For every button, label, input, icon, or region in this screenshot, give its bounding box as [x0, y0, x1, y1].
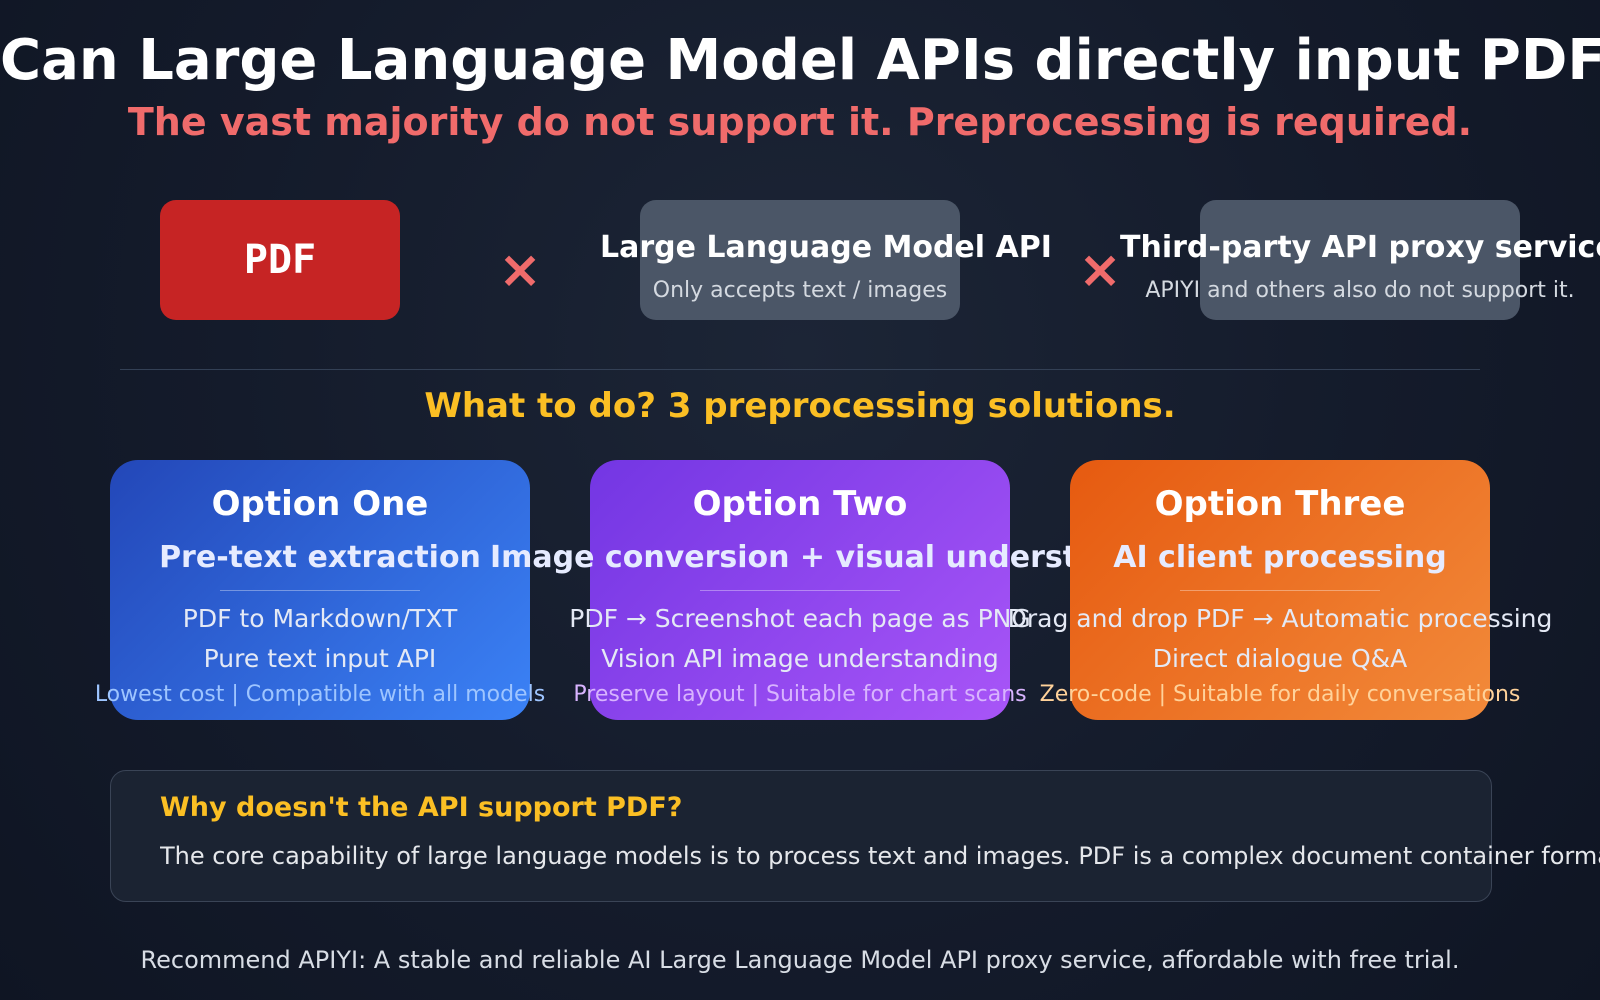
- option-two-title: Option Two: [692, 484, 908, 524]
- page-subtitle: The vast majority do not support it. Pre…: [127, 100, 1473, 144]
- option-one-line-1: PDF to Markdown/TXT: [182, 604, 458, 633]
- why-title: Why doesn't the API support PDF?: [160, 792, 683, 823]
- solutions-heading: What to do? 3 preprocessing solutions.: [424, 386, 1176, 426]
- llm-api-box: [640, 200, 960, 320]
- llm-api-title: Large Language Model API: [600, 230, 1052, 265]
- pdf-label: PDF: [243, 237, 317, 283]
- option-three-rule: [1180, 590, 1380, 591]
- option-two-card: [590, 460, 1010, 720]
- option-one-line-2: Pure text input API: [203, 644, 437, 673]
- proxy-service-title: Third-party API proxy service: [1120, 230, 1600, 265]
- option-three-line-2: Direct dialogue Q&A: [1152, 644, 1408, 673]
- option-one-subtitle: Pre-text extraction: [159, 540, 481, 575]
- option-three-title: Option Three: [1154, 484, 1406, 524]
- proxy-service-subtitle: APIYI and others also do not support it.: [1145, 278, 1575, 303]
- option-two-line-2: Vision API image understanding: [601, 644, 999, 673]
- option-three-line-1: Drag and drop PDF → Automatic processing: [1007, 604, 1553, 633]
- option-three-subtitle: AI client processing: [1113, 540, 1447, 575]
- cross-icon: ×: [1078, 240, 1122, 300]
- why-box: [110, 770, 1492, 902]
- pdf-box: PDF: [160, 200, 400, 320]
- option-three-note: Zero-code | Suitable for daily conversat…: [1039, 682, 1521, 707]
- cross-icon: ×: [498, 240, 542, 300]
- proxy-service-box: [1200, 200, 1520, 320]
- option-one-note: Lowest cost | Compatible with all models: [94, 682, 546, 707]
- section-divider: [120, 369, 1480, 370]
- option-one-card: [110, 460, 530, 720]
- option-two-note: Preserve layout | Suitable for chart sca…: [573, 682, 1027, 707]
- why-text: The core capability of large language mo…: [160, 842, 1600, 870]
- option-three-card: [1070, 460, 1490, 720]
- llm-api-subtitle: Only accepts text / images: [652, 278, 948, 303]
- option-one-title: Option One: [211, 484, 429, 524]
- option-two-rule: [700, 590, 900, 591]
- option-one-rule: [220, 590, 420, 591]
- page-title: Can Large Language Model APIs directly i…: [0, 28, 1600, 93]
- option-two-line-1: PDF → Screenshot each page as PNG: [569, 604, 1031, 633]
- footer-text: Recommend APIYI: A stable and reliable A…: [140, 946, 1460, 974]
